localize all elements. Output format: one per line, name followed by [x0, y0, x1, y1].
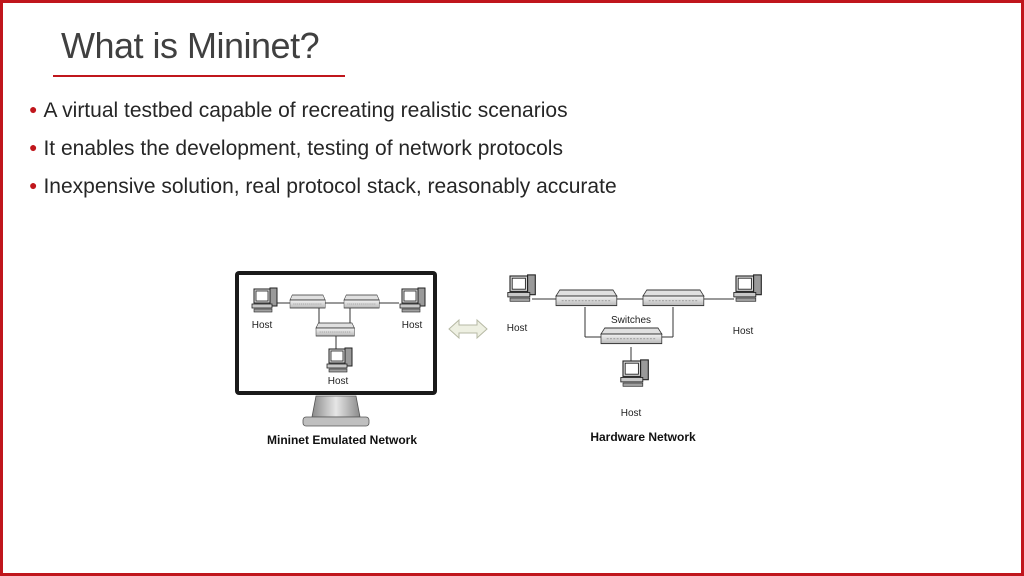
hardware-network-caption: Hardware Network — [590, 430, 696, 444]
switches-label: Switches — [611, 315, 651, 326]
bullet-icon: ● — [29, 101, 38, 117]
host-computer-icon — [507, 274, 536, 302]
host-label: Host — [252, 320, 273, 331]
slide-title: What is Mininet? — [61, 25, 320, 66]
host-label: Host — [328, 376, 349, 387]
switch-icon — [600, 327, 663, 345]
switch-icon — [642, 289, 705, 307]
bullet-item: ● Inexpensive solution, real protocol sta… — [29, 171, 617, 209]
host-label: Host — [402, 320, 423, 331]
bullet-text: It enables the development, testing of n… — [43, 137, 563, 160]
host-label: Host — [733, 326, 754, 337]
network-diagram: Host Host Host Mininet Emulated Network … — [235, 271, 762, 447]
bullet-icon: ● — [29, 139, 38, 155]
host-label: Host — [621, 408, 642, 419]
title-underline — [53, 75, 345, 77]
bullet-icon: ● — [29, 177, 38, 193]
switch-icon — [343, 294, 380, 309]
host-label: Host — [507, 323, 528, 334]
bullet-list: ● A virtual testbed capable of recreating… — [29, 95, 617, 209]
bullet-text: A virtual testbed capable of recreating … — [43, 99, 568, 122]
switch-icon — [289, 294, 326, 309]
bullet-item: ● It enables the development, testing of … — [29, 133, 617, 171]
bullet-text: Inexpensive solution, real protocol stac… — [43, 175, 617, 198]
host-computer-icon — [620, 359, 649, 387]
host-computer-icon — [733, 274, 762, 302]
bullet-item: ● A virtual testbed capable of recreating… — [29, 95, 617, 133]
switch-icon — [555, 289, 618, 307]
double-arrow-icon — [448, 318, 488, 340]
switch-icon — [315, 322, 355, 337]
emulated-network-caption: Mininet Emulated Network — [267, 433, 417, 447]
